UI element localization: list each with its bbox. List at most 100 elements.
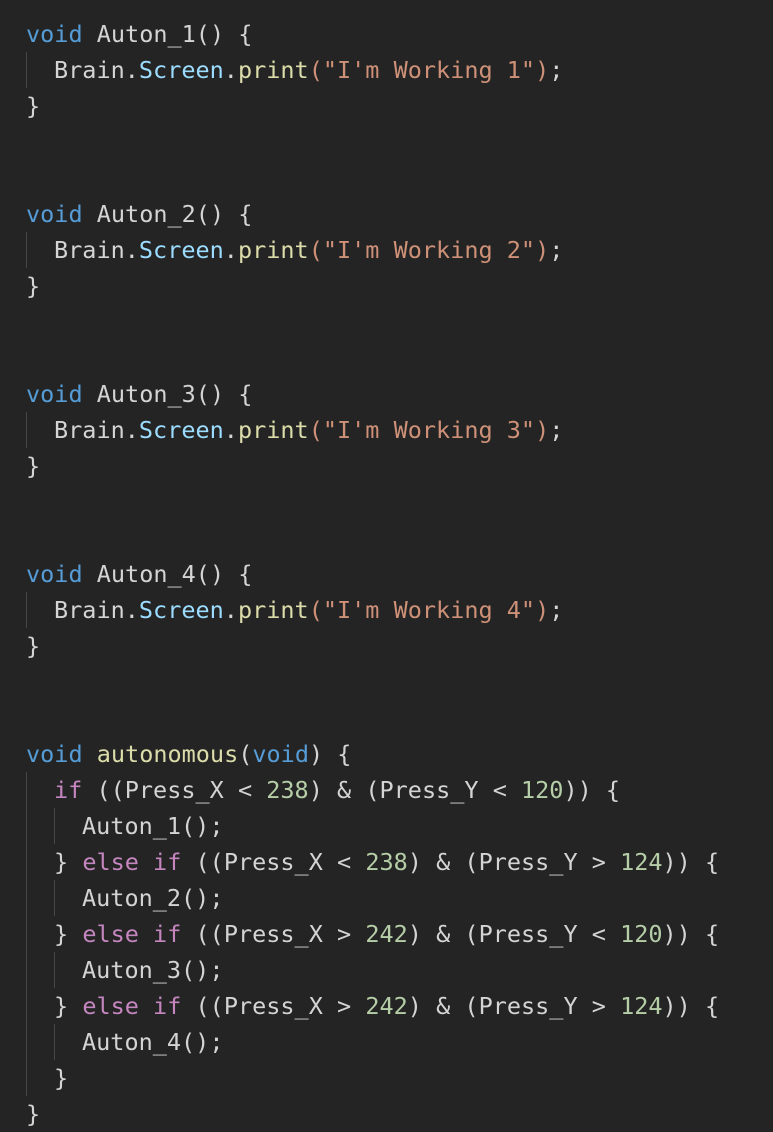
- semicolon: ;: [549, 596, 564, 624]
- space: [82, 776, 96, 804]
- brace-open: {: [704, 848, 720, 876]
- method-print: print: [237, 596, 309, 624]
- keyword-else-if: else if: [82, 920, 182, 948]
- space: [479, 776, 493, 804]
- space: [83, 560, 97, 588]
- number-literal: 242: [365, 920, 408, 948]
- paren-open: (: [308, 596, 323, 624]
- paren-open: (: [464, 848, 479, 876]
- semicolon: ;: [549, 236, 564, 264]
- indent-guide-icon: [26, 772, 27, 808]
- variable-press-y: Press_Y: [478, 992, 578, 1020]
- brace-close: }: [26, 632, 41, 660]
- code-line: Auton_4();: [0, 1024, 773, 1060]
- space: [578, 848, 592, 876]
- string-literal: "I'm Working 1": [322, 56, 536, 84]
- code-line: } else if ((Press_X > 242) & (Press_Y < …: [0, 916, 773, 952]
- space: [83, 20, 97, 48]
- operator-amp: &: [436, 848, 451, 876]
- brace-open-suffix: () {: [195, 560, 253, 588]
- paren-open: (: [308, 236, 323, 264]
- code-line: void Auton_3() {: [0, 376, 773, 412]
- number-literal: 120: [620, 920, 663, 948]
- object-brain: Brain: [54, 56, 125, 84]
- object-brain: Brain: [54, 236, 125, 264]
- variable-press-x: Press_X: [223, 992, 323, 1020]
- member-screen: Screen: [138, 416, 224, 444]
- code-line: Brain.Screen.print("I'm Working 4");: [0, 592, 773, 628]
- number-literal: 120: [521, 776, 564, 804]
- space: [323, 776, 337, 804]
- identifier-auton-2: Auton_2: [96, 200, 196, 228]
- operator-amp: &: [337, 776, 352, 804]
- space: [450, 920, 464, 948]
- function-name-autonomous: autonomous: [96, 740, 239, 768]
- string-literal: "I'm Working 3": [322, 416, 536, 444]
- dot: .: [124, 416, 139, 444]
- space: [323, 920, 337, 948]
- code-line-blank: [0, 664, 773, 700]
- variable-press-x: Press_X: [223, 848, 323, 876]
- space: [592, 776, 606, 804]
- identifier-auton-3: Auton_3: [96, 380, 196, 408]
- object-brain: Brain: [54, 596, 125, 624]
- paren-close: ): [535, 416, 550, 444]
- number-literal: 124: [620, 848, 663, 876]
- number-literal: 242: [365, 992, 408, 1020]
- operator-lt: <: [337, 848, 352, 876]
- space: [422, 848, 436, 876]
- keyword-else-if: else if: [82, 848, 182, 876]
- paren-close: ): [308, 740, 324, 768]
- object-brain: Brain: [54, 416, 125, 444]
- space: [606, 992, 620, 1020]
- indent-guide-icon: [26, 844, 27, 880]
- brace-close: }: [26, 272, 41, 300]
- space: [422, 992, 436, 1020]
- dot: .: [124, 56, 139, 84]
- operator-gt: >: [591, 992, 606, 1020]
- code-line: Brain.Screen.print("I'm Working 2");: [0, 232, 773, 268]
- space: [68, 920, 82, 948]
- brace-close: }: [26, 1100, 41, 1128]
- indent-guide-icon: [26, 52, 27, 88]
- code-line: }: [0, 1096, 773, 1132]
- indent-guide-icon: [26, 1024, 27, 1060]
- dot: .: [124, 596, 139, 624]
- dot: .: [223, 596, 238, 624]
- space: [68, 848, 82, 876]
- method-print: print: [237, 56, 309, 84]
- brace-close: }: [54, 920, 69, 948]
- variable-press-x: Press_X: [124, 776, 224, 804]
- space: [181, 992, 195, 1020]
- space: [507, 776, 521, 804]
- space: [83, 200, 97, 228]
- paren-close-double: )): [662, 992, 691, 1020]
- paren-close: ): [535, 596, 550, 624]
- space: [450, 848, 464, 876]
- member-screen: Screen: [138, 236, 224, 264]
- code-line-blank: [0, 304, 773, 340]
- space: [606, 920, 620, 948]
- code-line: Brain.Screen.print("I'm Working 3");: [0, 412, 773, 448]
- code-line: Auton_1();: [0, 808, 773, 844]
- space: [252, 776, 266, 804]
- code-line: void Auton_1() {: [0, 16, 773, 52]
- space: [323, 740, 337, 768]
- paren-open: (: [238, 740, 253, 768]
- space: [68, 992, 82, 1020]
- space: [691, 992, 705, 1020]
- indent-guide-icon: [54, 952, 55, 988]
- code-line: }: [0, 448, 773, 484]
- paren-close-double: )): [662, 920, 691, 948]
- keyword-void: void: [26, 380, 83, 408]
- indent-guide-icon: [26, 412, 27, 448]
- space: [351, 848, 365, 876]
- space: [181, 848, 195, 876]
- paren-open: (: [308, 56, 323, 84]
- member-screen: Screen: [138, 56, 224, 84]
- indent-guide-icon: [26, 808, 27, 844]
- paren-close-double: )): [563, 776, 592, 804]
- semicolon: ;: [549, 56, 564, 84]
- brace-open-suffix: () {: [195, 200, 253, 228]
